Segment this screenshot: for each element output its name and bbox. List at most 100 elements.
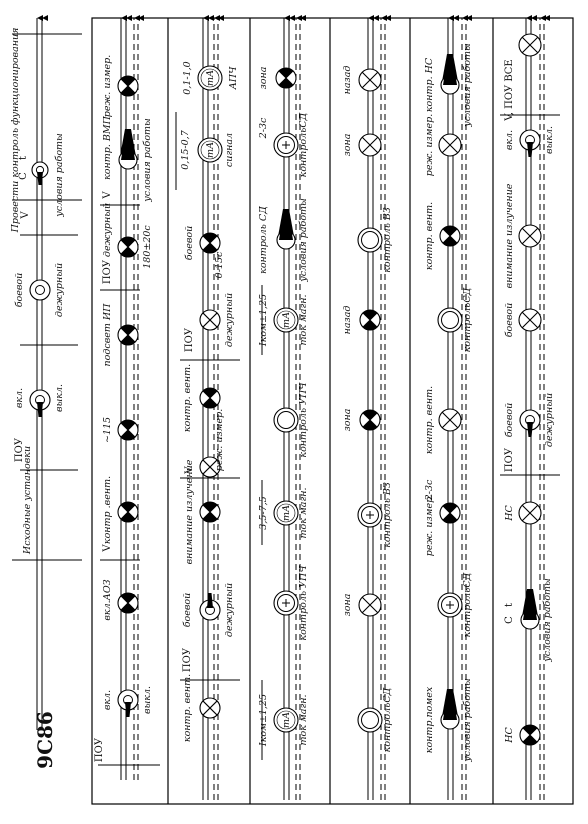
vent-ctrl-label-2: контр. вент. xyxy=(424,202,435,270)
lamp-segment xyxy=(202,398,218,408)
meter-label: mA xyxy=(205,70,216,86)
meter-inner xyxy=(200,68,220,88)
conditions-label: условия работы xyxy=(462,678,473,763)
meter-label: mA xyxy=(281,312,292,328)
time-label: 180±20с xyxy=(142,225,153,269)
lamp-segment xyxy=(362,410,378,420)
ikom-label: Iком±1,25 xyxy=(258,694,269,747)
lamp-cross xyxy=(120,239,136,255)
lamp-cross xyxy=(521,311,539,329)
t-symbol: t xyxy=(18,156,29,160)
lamp-segment xyxy=(120,86,136,96)
switch-pointer xyxy=(37,172,43,185)
ns-ctrl-label: контр. НС xyxy=(424,57,435,112)
power-switch-icon xyxy=(29,389,51,417)
conditions-label: условия работы xyxy=(542,578,553,663)
lamp-segment xyxy=(120,325,136,335)
spike-wedge xyxy=(121,129,135,160)
meas-mode-label: реж. измер. xyxy=(424,494,435,556)
vent-lamp-icon xyxy=(117,501,139,523)
lamp-segment xyxy=(120,247,136,257)
diagram-title: 9С86 xyxy=(33,711,57,769)
switch-pointer xyxy=(527,422,533,437)
standby-lamp-icon xyxy=(117,236,139,258)
lamp-cross xyxy=(120,595,136,611)
magnet-current-ammeter-icon-2: mA xyxy=(273,500,299,526)
zone-label: зона xyxy=(342,593,353,616)
meas-mode-label-2: реж. измер. xyxy=(424,114,435,176)
ring-inner xyxy=(277,411,295,429)
lamp-cross xyxy=(441,136,459,154)
mode-switch-knob xyxy=(29,279,51,301)
standby-label: дежурный xyxy=(224,583,235,637)
current-label-2: ток магн. xyxy=(298,487,309,538)
v-label: V xyxy=(184,466,195,475)
upch-ctrl-label-2: контроль УПЧ xyxy=(298,382,309,458)
aoz-lamp-icon xyxy=(117,592,139,614)
meter-circle xyxy=(273,500,299,526)
lamp-cross xyxy=(361,596,379,614)
upch-ctrl-label: контроль УПЧ xyxy=(298,565,309,641)
noise-ctrl-label: контр.помех xyxy=(424,686,435,753)
attention-lamp-icon xyxy=(518,224,542,248)
meas-mode-lamp-icon xyxy=(117,75,139,97)
ac115-label: ~115 xyxy=(102,417,113,443)
lamp-cross xyxy=(361,71,379,89)
spike-wedge xyxy=(279,209,293,240)
combat-lamp-icon xyxy=(199,232,221,254)
v-label: V xyxy=(20,211,31,220)
meter-label: mA xyxy=(281,712,292,728)
combat-lamp-icon xyxy=(518,308,542,332)
lamp-segment xyxy=(278,78,294,88)
initial-setup-label: Исходные установки xyxy=(22,446,33,555)
power-switch-icon xyxy=(519,129,541,157)
lamp-cross xyxy=(120,327,136,343)
combat-label: боевой xyxy=(14,273,25,308)
conditions-label: условия работы xyxy=(298,198,309,283)
back-lamp-icon xyxy=(359,309,381,331)
ns-control-icon xyxy=(440,54,460,95)
lamp-cross xyxy=(202,390,218,406)
standby-label: дежурный xyxy=(544,393,555,447)
meas-mode-label: реж. измер. xyxy=(102,55,113,117)
vmp-control-icon xyxy=(118,129,138,170)
zone-lamp-icon xyxy=(358,593,382,617)
standby-label-2: дежурный xyxy=(224,293,235,347)
lamp-segment xyxy=(278,68,294,78)
lamp-cross xyxy=(361,136,379,154)
vz-ctrl-label-2: контроль ВЗ xyxy=(382,207,393,273)
val1-label: 0,15-0,7 xyxy=(180,129,191,169)
upch-ring-icon xyxy=(273,407,299,433)
lamp-segment xyxy=(362,420,378,430)
lamp-segment xyxy=(202,233,218,243)
combat-label: боевой xyxy=(182,593,193,628)
magnet-current-ammeter-icon-3: mA xyxy=(273,307,299,333)
lamp-cross xyxy=(521,504,539,522)
zone-lamp-icon xyxy=(275,67,297,89)
zone-label-3: зона xyxy=(342,133,353,156)
vz-indicator-icon xyxy=(357,502,383,528)
switch-pointer xyxy=(207,593,213,608)
pou-label: ПОУ xyxy=(94,737,105,762)
standby-lamp-icon xyxy=(199,309,221,331)
lamp-cross xyxy=(120,504,136,520)
lamp-cross xyxy=(522,727,538,743)
back-lamp-icon-2 xyxy=(358,68,382,92)
switch-pointer xyxy=(37,402,43,417)
lamp-cross xyxy=(202,504,218,520)
v-label-2: V xyxy=(102,191,113,200)
aoz-label: вкл.АОЗ xyxy=(102,579,113,620)
lamp-cross xyxy=(120,422,136,438)
time-label: 2-3с xyxy=(424,479,435,501)
vent-ctrl-lamp-icon xyxy=(199,697,221,719)
meas-mode-lamp-icon xyxy=(199,456,221,478)
lamp-segment xyxy=(120,76,136,86)
lamp-cross xyxy=(521,227,539,245)
lamp-segment xyxy=(442,236,458,246)
diagram-frame xyxy=(91,17,574,805)
c-symbol: C xyxy=(504,616,515,624)
time-label: 2-3с xyxy=(258,117,269,139)
ring-inner xyxy=(441,311,459,329)
pou-label: ПОУ xyxy=(182,647,193,672)
